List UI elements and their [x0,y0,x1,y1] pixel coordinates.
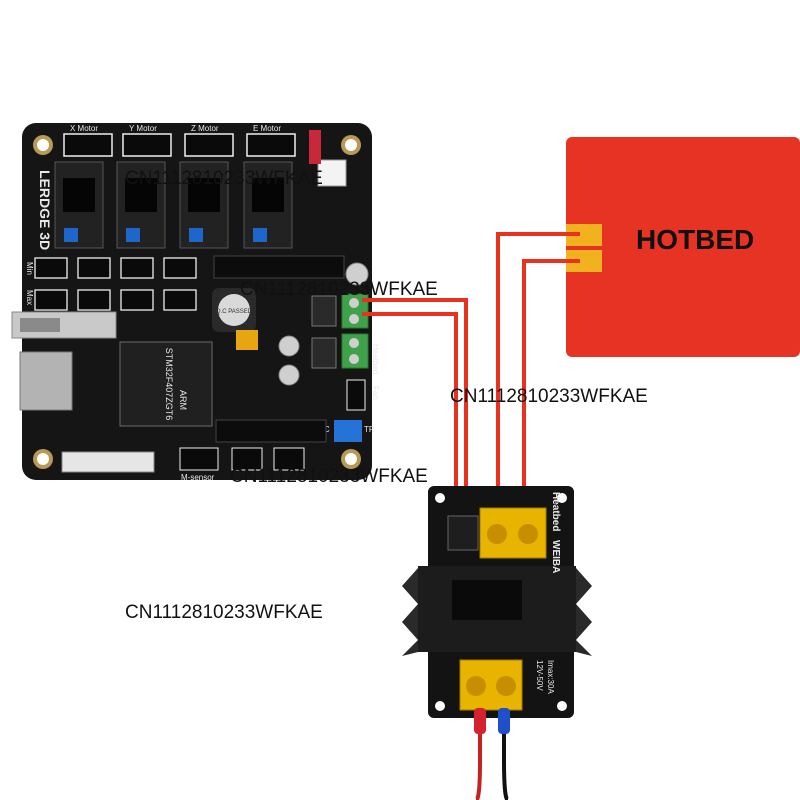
mounting-hole [33,135,361,469]
module-heatbed-label: Heatbed [550,492,561,531]
power-terminal [459,659,523,711]
board-brand: LERDGE 3D [37,170,53,250]
tantalum-capacitor [236,330,258,350]
heatbed-label: Heatbed [371,344,380,374]
wire-board-to-module-b [362,312,458,522]
motor-label: Y Motor [129,124,157,133]
pin-header [213,255,345,279]
module-brand: WEIBA [550,540,561,573]
fan-label: Fan [371,386,380,400]
capacitor [278,364,300,386]
output-terminal [479,507,547,559]
heatsink [402,566,592,656]
min-label: Min [25,262,34,275]
wire-board-to-module-a [362,298,468,522]
motor-label: X Motor [70,124,98,133]
thermistor-connector [334,420,362,442]
wire-module-to-hotbed-b [522,259,580,522]
red-ferrule [474,708,486,734]
heatbed-terminal-green [341,293,369,369]
watermark-text: CN1112810233WFKAE [240,279,438,300]
input-terminal [447,515,479,551]
capacitor [278,335,300,357]
watermark-text: CN1112810233WFKAE [125,168,323,189]
chip-brand: ARM [178,390,188,410]
module-rating-amp: Imax:30A [546,660,555,694]
power-input-leads [474,708,510,800]
hotbed [566,137,800,357]
motor-connectors [63,133,296,157]
stepper-drivers [54,161,293,249]
module-rating-volt: 12V-50V [535,660,544,691]
tr-label: TR [364,425,375,434]
sd-card-slot [19,351,73,411]
max-label: Max [25,290,34,305]
capacitor [345,262,369,286]
wire-module-to-hotbed-a [496,232,580,522]
hotbed-pad [566,250,602,272]
watermark-text: CN1112810233WFKAE [230,466,428,487]
endstop-connectors [34,257,197,311]
fan-header [346,379,366,411]
mosfet [311,337,337,369]
watermark-text: CN1112810233WFKAE [450,386,648,407]
wires [362,232,580,522]
qc-label: Q.C PASSED [216,309,253,315]
hotbed-pad [566,224,602,246]
mosfet-module: Heatbed WEIBA 12V-50V Imax:30A [402,486,592,718]
controller-board: X Motor Y Motor Z Motor E Motor LERDGE 3… [11,123,380,482]
mcu-chip [119,341,213,427]
ribbon-connector [61,451,155,473]
blue-ferrule [498,708,510,734]
motor-label: E Motor [253,124,281,133]
motor-label: Z Motor [191,124,219,133]
pin-header [215,419,327,443]
hotbed-label: HOTBED [636,224,755,255]
mosfet [311,295,337,327]
chip-part: STM32F407ZGT6 [164,348,174,421]
m-sensor-connector [179,447,219,471]
connector [273,447,305,471]
watermark-text: CN1112810233WFKAE [125,602,323,623]
connector [231,447,263,471]
m-sensor-label: M-sensor [181,473,215,482]
jumper-header [309,130,321,164]
power-connector [317,159,347,187]
